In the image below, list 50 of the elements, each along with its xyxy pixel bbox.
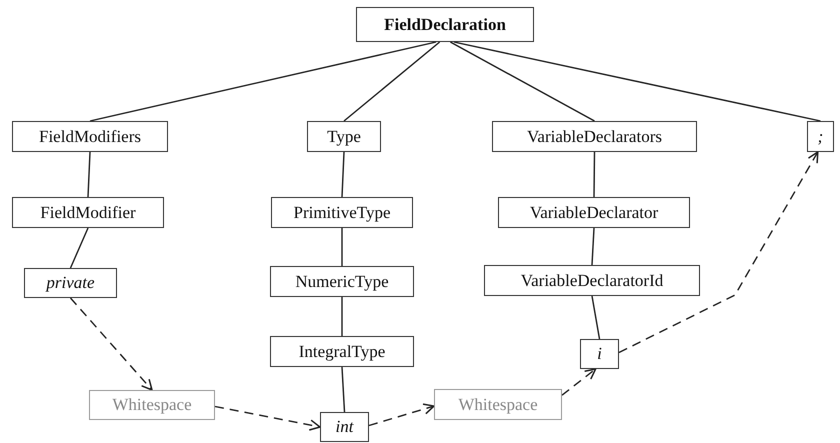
syntax-node-box [12, 121, 168, 152]
node-label: NumericType [295, 272, 389, 292]
syntax-node-box [12, 197, 164, 228]
tree-line [90, 41, 436, 122]
tree-line [344, 41, 440, 122]
node-label: VariableDeclarator [530, 202, 658, 222]
arrow [562, 368, 596, 396]
syntax-node-box [484, 265, 700, 296]
arrow [368, 403, 435, 426]
node-label: Whitespace [458, 394, 538, 414]
syntax-node-box [356, 7, 534, 42]
tree-line [450, 41, 595, 122]
node-label: ; [818, 126, 824, 146]
tree-line [591, 296, 600, 340]
arrow [618, 151, 819, 354]
node-label: PrimitiveType [293, 202, 391, 222]
node-label: Type [327, 126, 361, 146]
node-label: FieldModifiers [39, 126, 141, 146]
syntax-node-box [271, 197, 413, 228]
tree-line [454, 41, 821, 122]
arrow [214, 406, 321, 431]
node-label: FieldDeclaration [384, 14, 506, 34]
syntax-node-box [270, 266, 414, 297]
tree-line [341, 366, 346, 412]
hidden-token-box [89, 390, 215, 420]
arrow [70, 298, 153, 391]
syntax-node-box [492, 121, 697, 152]
tree-line [593, 152, 596, 197]
node-label: VariableDeclaratorId [520, 270, 664, 290]
syntax-node-box [270, 336, 414, 367]
node-label: VariableDeclarators [527, 126, 662, 146]
token-box [320, 412, 369, 442]
node-label: private [46, 273, 95, 293]
tree-line [591, 228, 595, 266]
token-box [807, 121, 834, 152]
tree-line [341, 228, 343, 266]
node-label: Whitespace [112, 395, 192, 415]
token-box [580, 339, 619, 369]
tree-line [341, 152, 345, 198]
tree-line [341, 297, 343, 336]
syntax-node-box [307, 121, 381, 152]
node-label: IntegralType [298, 342, 386, 362]
syntax-node-box [498, 197, 690, 228]
hidden-token-box [434, 389, 562, 420]
node-label: i [597, 344, 602, 364]
tree-line [70, 228, 89, 268]
tree-line [87, 152, 91, 198]
node-label: int [336, 417, 354, 437]
node-label: FieldModifier [40, 202, 136, 222]
token-box [24, 268, 117, 298]
